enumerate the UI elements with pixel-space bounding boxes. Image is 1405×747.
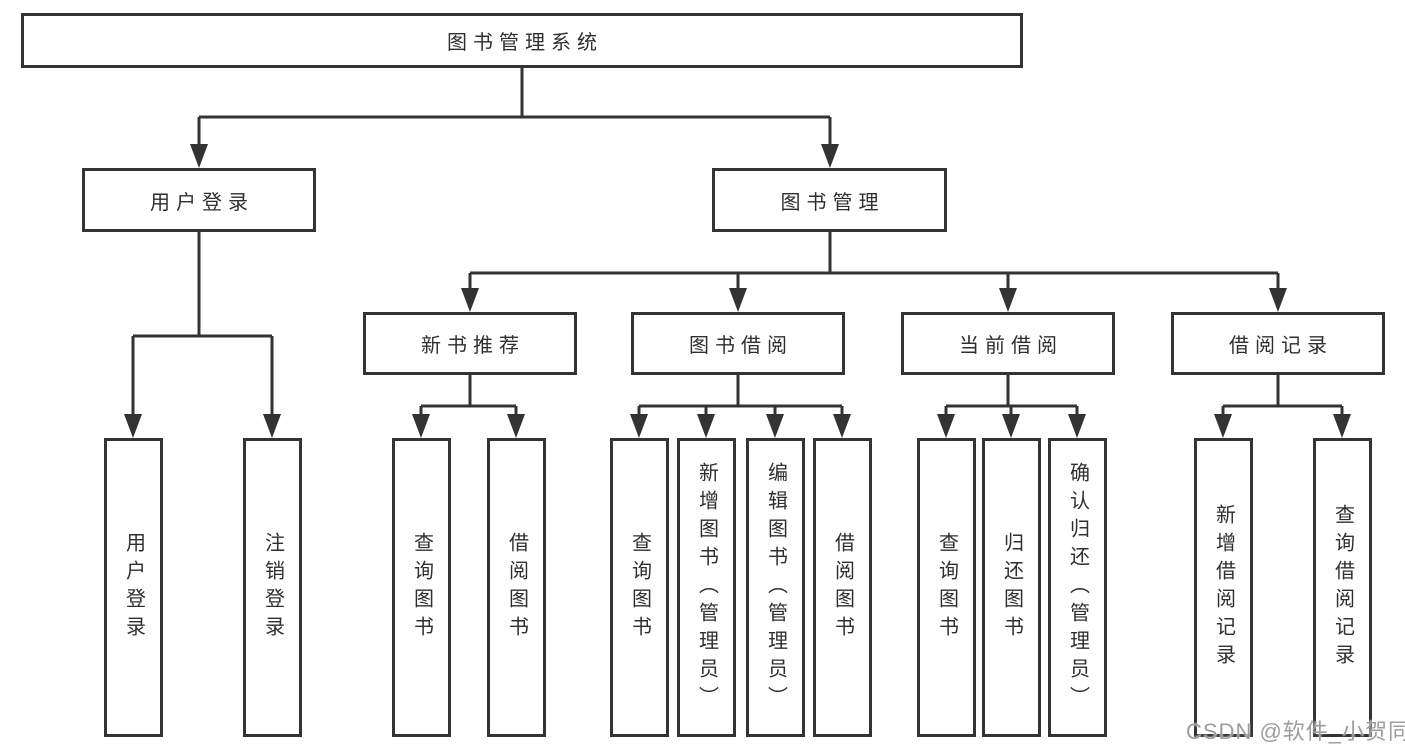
leaf-edit-books-admin: 编辑图书（管理员） <box>746 438 805 737</box>
node-borrow-records: 借阅记录 <box>1171 312 1385 375</box>
node-label: 归还图书 <box>1000 531 1023 644</box>
node-label: 借阅图书 <box>505 531 528 644</box>
node-label: 当前借阅 <box>959 335 1063 357</box>
node-label: 新书推荐 <box>421 335 525 357</box>
arrowhead <box>412 414 430 438</box>
arrowhead <box>821 144 839 168</box>
node-label: 查询图书 <box>935 531 958 644</box>
arrowhead <box>507 414 525 438</box>
leaf-add-borrow-record: 新增借阅记录 <box>1194 438 1253 737</box>
node-label: 查询图书 <box>410 531 433 644</box>
node-library-system: 图书管理系统 <box>21 13 1023 68</box>
arrowhead <box>1333 414 1351 438</box>
node-label: 确认归还（管理员） <box>1066 461 1089 714</box>
node-label: 新增图书（管理员） <box>695 461 718 714</box>
arrowhead <box>1214 414 1232 438</box>
leaf-query-borrow-record: 查询借阅记录 <box>1313 438 1372 737</box>
node-label: 借阅图书 <box>831 531 854 644</box>
node-label: 图书管理 <box>780 191 885 214</box>
arrowhead <box>263 414 281 438</box>
leaf-user-login: 用户登录 <box>104 438 163 737</box>
arrowhead <box>1269 288 1287 312</box>
node-current-borrow: 当前借阅 <box>901 312 1115 375</box>
arrowhead <box>766 414 784 438</box>
leaf-add-books-admin: 新增图书（管理员） <box>677 438 736 737</box>
connector-path <box>131 68 1344 418</box>
node-book-management: 图书管理 <box>712 168 947 232</box>
arrowhead <box>729 288 747 312</box>
arrowhead <box>937 414 955 438</box>
leaf-query-books-current: 查询图书 <box>917 438 976 737</box>
node-new-book-recommend: 新书推荐 <box>363 312 577 375</box>
node-book-borrow: 图书借阅 <box>631 312 845 375</box>
arrowheads <box>124 144 1351 438</box>
leaf-borrow-books: 借阅图书 <box>813 438 872 737</box>
arrowhead <box>124 414 142 438</box>
node-label: 新增借阅记录 <box>1212 503 1235 672</box>
leaf-borrow-books-recommend: 借阅图书 <box>487 438 546 737</box>
leaf-return-books: 归还图书 <box>982 438 1041 737</box>
node-label: 用户登录 <box>150 191 254 214</box>
leaf-confirm-return-admin: 确认归还（管理员） <box>1048 438 1107 737</box>
node-user-login: 用户登录 <box>82 168 316 232</box>
leaf-query-books-borrow: 查询图书 <box>610 438 669 737</box>
leaf-query-books-recommend: 查询图书 <box>392 438 451 737</box>
node-label: 用户登录 <box>122 531 145 644</box>
csdn-watermark: CSDN @软件_小贺同学 <box>1186 719 1405 744</box>
node-label: 借阅记录 <box>1229 335 1333 357</box>
arrowhead <box>1002 414 1020 438</box>
arrowhead <box>833 414 851 438</box>
node-label: 图书借阅 <box>689 335 793 357</box>
leaf-logout-login: 注销登录 <box>243 438 302 737</box>
arrowhead <box>697 414 715 438</box>
arrowhead <box>190 144 208 168</box>
node-label: 图书管理系统 <box>447 32 603 54</box>
arrowhead <box>461 288 479 312</box>
arrowhead <box>1068 414 1086 438</box>
node-label: 注销登录 <box>261 531 284 644</box>
arrowhead <box>630 414 648 438</box>
node-label: 查询借阅记录 <box>1331 503 1354 672</box>
node-label: 查询图书 <box>628 531 651 644</box>
node-label: 编辑图书（管理员） <box>764 461 787 714</box>
arrowhead <box>999 288 1017 312</box>
